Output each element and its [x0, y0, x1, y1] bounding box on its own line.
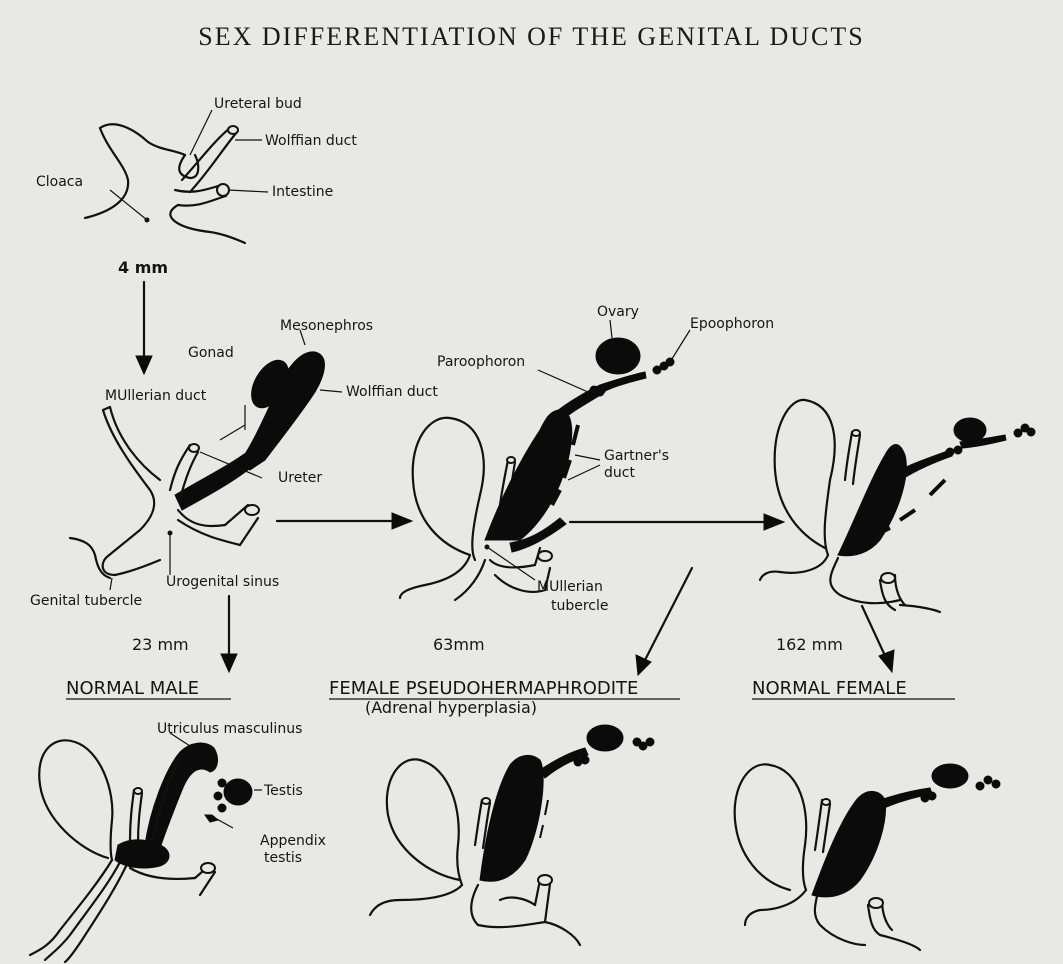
label-gartners-duct-2: duct — [604, 465, 635, 481]
label-mullerian-tubercle-2: tubercle — [551, 598, 609, 614]
label-mullerian-duct: MUllerian duct — [105, 388, 207, 404]
label-ovary: Ovary — [597, 304, 639, 320]
label-stage-23mm: 23 mm — [132, 635, 189, 654]
label-stage-63mm: 63mm — [433, 635, 485, 654]
arrow-23mm-to-63mm — [277, 513, 412, 529]
label-wolffian-duct-top: Wolffian duct — [265, 133, 357, 149]
heading-normal-female: NORMAL FEMALE — [752, 678, 907, 699]
label-appendix-1: Appendix — [260, 833, 326, 849]
label-testis: Testis — [263, 783, 303, 799]
stage-162mm-sketch — [760, 400, 1035, 612]
label-wolffian-duct-mid: Wolffian duct — [346, 384, 438, 400]
normal-male-sketch — [30, 733, 262, 962]
pseudohermaphrodite-sketch — [370, 725, 654, 945]
normal-female-bottom-sketch — [735, 764, 1000, 950]
label-mullerian-tubercle-1: MUllerian — [537, 579, 603, 595]
label-mesonephros: Mesonephros — [280, 318, 373, 334]
label-paroophoron: Paroophoron — [437, 354, 525, 370]
arrow-to-normal-male — [221, 596, 237, 672]
label-appendix-2: testis — [264, 850, 302, 866]
label-urogenital-sinus: Urogenital sinus — [166, 574, 279, 590]
label-utriculus-masculinus: Utriculus masculinus — [157, 721, 302, 737]
label-ureter: Ureter — [278, 470, 322, 486]
label-stage-162mm: 162 mm — [776, 635, 843, 654]
arrow-to-normal-female — [862, 606, 894, 672]
label-gartners-duct-1: Gartner's — [604, 448, 669, 464]
label-cloaca: Cloaca — [36, 174, 83, 190]
label-ureteral-bud: Ureteral bud — [214, 96, 302, 112]
arrow-63mm-to-162mm — [570, 514, 784, 530]
arrow-to-pseudohermaphrodite — [636, 568, 692, 675]
stage-23mm-sketch — [70, 330, 342, 590]
label-intestine: Intestine — [272, 184, 333, 200]
label-stage-4mm: 4 mm — [118, 258, 168, 277]
heading-normal-male: NORMAL MALE — [66, 678, 199, 699]
label-gonad: Gonad — [188, 345, 234, 361]
label-epoophoron: Epoophoron — [690, 316, 774, 332]
heading-female-pseudohermaphrodite: FEMALE PSEUDOHERMAPHRODITE — [329, 678, 638, 699]
label-genital-tubercle: Genital tubercle — [30, 593, 142, 609]
arrow-4mm-to-23mm — [136, 282, 152, 374]
label-adrenal-hyperplasia: (Adrenal hyperplasia) — [365, 698, 537, 717]
stage-4mm-sketch — [85, 110, 268, 243]
